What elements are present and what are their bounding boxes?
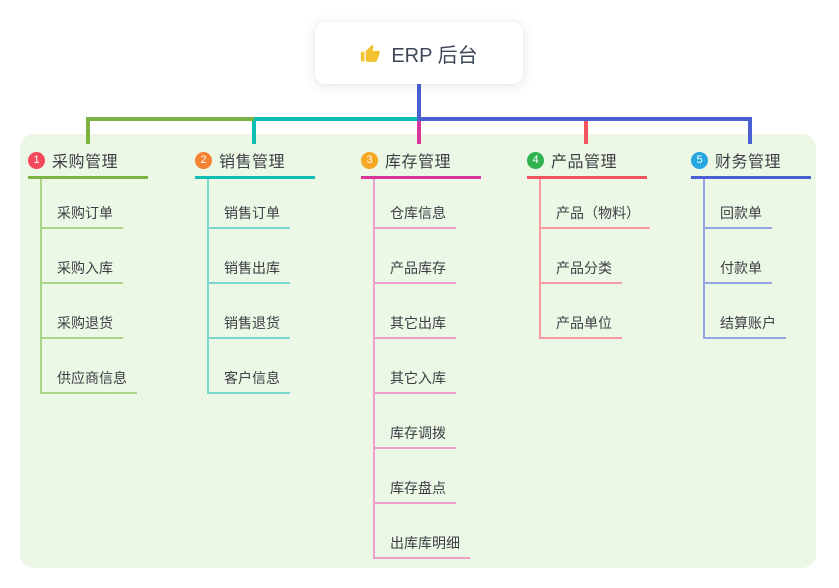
child-label: 库存盘点 [390,480,446,496]
branch-node[interactable]: 3 库存管理 [361,149,481,179]
branch-4: 4 产品管理产品（物料） 产品分类产品单位 [527,149,650,339]
branch-3: 3 库存管理仓库信息产品库存其它出库其它入库库存调拨库存盘点出库库明细 [361,149,481,559]
branch-number-badge: 3 [361,151,378,169]
child-node[interactable]: 仓库信息 [375,179,456,229]
child-node[interactable]: 库存盘点 [375,449,456,504]
branch-5: 5 财务管理回款单付款单结算账户 [691,149,811,339]
child-label: 销售出库 [224,260,280,276]
child-label: 付款单 [720,260,762,276]
child-node[interactable]: 产品单位 [541,284,622,339]
child-label: 产品库存 [390,260,446,276]
child-node[interactable]: 其它出库 [375,284,456,339]
child-label: 出库库明细 [390,535,460,551]
branch-number-badge: 5 [691,151,708,169]
child-node[interactable]: 销售订单 [209,179,290,229]
branch-number-badge: 2 [195,151,212,169]
branch-children: 回款单付款单结算账户 [703,179,811,339]
child-label: 回款单 [720,205,762,221]
child-label: 仓库信息 [390,205,446,221]
child-label: 其它出库 [390,315,446,331]
branch-children: 仓库信息产品库存其它出库其它入库库存调拨库存盘点出库库明细 [373,179,481,559]
branch-node[interactable]: 2 销售管理 [195,149,315,179]
branch-number-badge: 1 [28,151,45,169]
child-node[interactable]: 供应商信息 [42,339,137,394]
child-label: 库存调拨 [390,425,446,441]
child-label: 客户信息 [224,370,280,386]
thumbs-up-icon [360,43,381,64]
branch-label: 销售管理 [219,154,286,171]
branch-1: 1 采购管理采购订单采购入库采购退货供应商信息 [28,149,148,394]
child-node[interactable]: 采购入库 [42,229,123,284]
child-node[interactable]: 产品（物料） [541,179,650,229]
branch-label: 采购管理 [52,154,119,171]
child-node[interactable]: 库存调拨 [375,394,456,449]
branch-label: 产品管理 [551,154,618,171]
child-label: 销售退货 [224,315,280,331]
child-node[interactable]: 销售出库 [209,229,290,284]
child-node[interactable]: 销售退货 [209,284,290,339]
child-node[interactable]: 采购订单 [42,179,123,229]
child-node[interactable]: 产品库存 [375,229,456,284]
child-node[interactable]: 采购退货 [42,284,123,339]
child-node[interactable]: 结算账户 [705,284,786,339]
child-node[interactable]: 其它入库 [375,339,456,394]
branch-children: 产品（物料） 产品分类产品单位 [539,179,650,339]
branch-label: 库存管理 [385,154,452,171]
child-label: 采购订单 [57,205,113,221]
branch-number-badge: 4 [527,151,544,169]
root-node[interactable]: ERP 后台 [315,22,523,84]
branch-children: 销售订单销售出库销售退货客户信息 [207,179,315,394]
root-title: ERP 后台 [391,44,478,67]
branches-panel [20,134,816,568]
branch-2: 2 销售管理销售订单销售出库销售退货客户信息 [195,149,315,394]
child-label: 销售订单 [224,205,280,221]
child-label: 产品（物料） [556,205,640,221]
child-node[interactable]: 付款单 [705,229,772,284]
child-label: 采购退货 [57,315,113,331]
branch-label: 财务管理 [715,154,782,171]
child-label: 供应商信息 [57,370,127,386]
branch-children: 采购订单采购入库采购退货供应商信息 [40,179,148,394]
branch-node[interactable]: 5 财务管理 [691,149,811,179]
child-label: 其它入库 [390,370,446,386]
child-node[interactable]: 客户信息 [209,339,290,394]
child-label: 产品单位 [556,315,612,331]
child-label: 采购入库 [57,260,113,276]
branch-node[interactable]: 1 采购管理 [28,149,148,179]
child-node[interactable]: 出库库明细 [375,504,470,559]
child-label: 结算账户 [720,315,776,331]
child-label: 产品分类 [556,260,612,276]
branch-node[interactable]: 4 产品管理 [527,149,647,179]
child-node[interactable]: 产品分类 [541,229,622,284]
child-node[interactable]: 回款单 [705,179,772,229]
